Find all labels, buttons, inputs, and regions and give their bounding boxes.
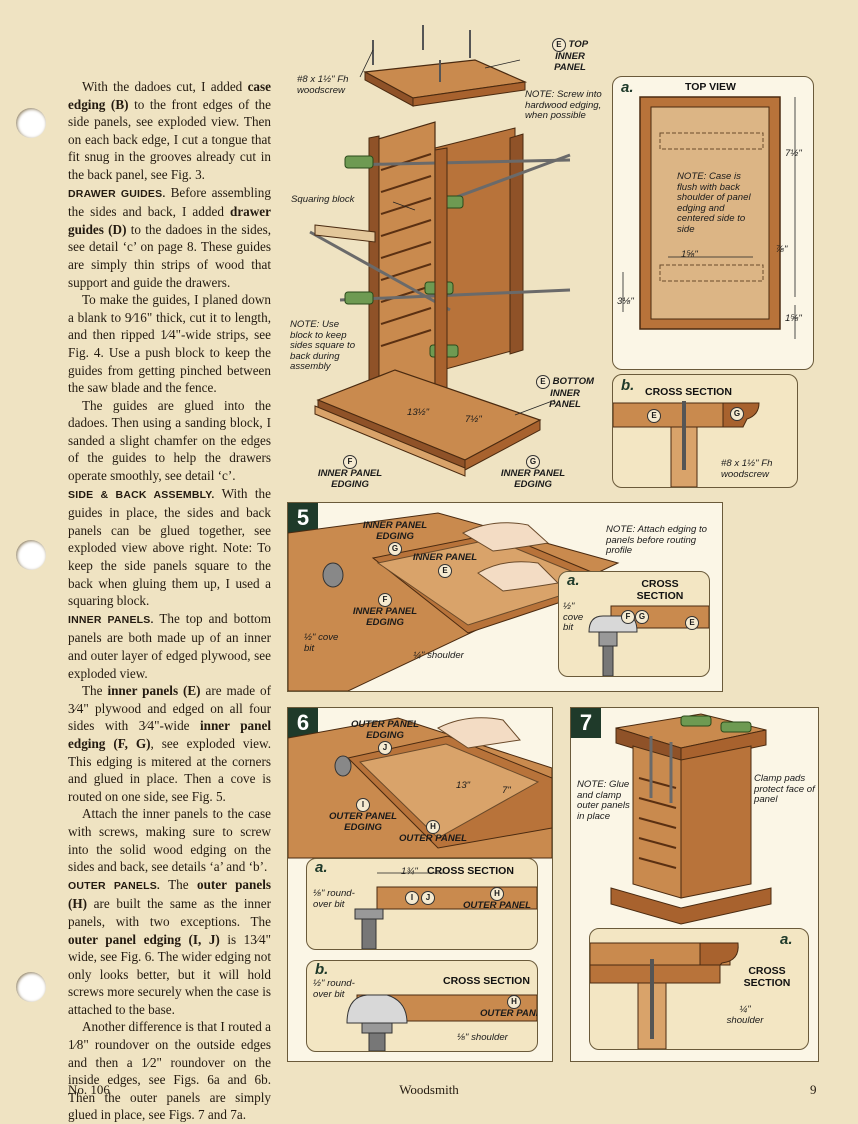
detail-a-title: TOP VIEW bbox=[685, 81, 736, 93]
fig6a-label-j: J bbox=[421, 891, 435, 905]
paragraph-drawer-guides: Drawer Guides. Before assembling the sid… bbox=[68, 184, 271, 290]
detail-a-dim-7-8: ⅞" bbox=[776, 244, 788, 255]
fig6-dim-13: 13" bbox=[456, 780, 471, 791]
punch-hole-bottom bbox=[16, 972, 46, 1002]
detail-b-label-e: E bbox=[647, 409, 661, 423]
detail-a-dim-1-5-8-inner: 1⅝" bbox=[681, 249, 698, 260]
paragraph-guide-gluing: The guides are glued into the dadoes. Th… bbox=[68, 397, 271, 484]
exploded-view: #8 x 1½" Fh woodscrew E TOP INNER PANEL … bbox=[285, 20, 610, 495]
fig5a-label-f: F bbox=[621, 610, 635, 624]
detail-b-label-g: G bbox=[730, 407, 744, 421]
article-text-column: With the dadoes cut, I added case edging… bbox=[68, 78, 271, 1124]
fig5-label-cove-bit: ½" cove bit bbox=[304, 632, 339, 654]
fig6b-drawing bbox=[346, 994, 537, 1051]
fig6b-letter: b. bbox=[315, 961, 329, 978]
figure-7-number: 7 bbox=[571, 708, 601, 738]
subhead-inner-panels: Inner Panels. bbox=[68, 613, 154, 626]
fig6a-dim: 1¾" bbox=[401, 866, 418, 877]
label-bottom-inner-panel: E BOTTOM INNER PANEL bbox=[535, 375, 595, 410]
detail-a-letter: a. bbox=[621, 79, 634, 96]
figure-6-drawing bbox=[288, 717, 552, 859]
fig5-note: NOTE: Attach edging to panels before rou… bbox=[606, 524, 707, 556]
paragraph-attach-inner: Attach the inner panels to the case with… bbox=[68, 806, 271, 875]
detail-a-dim-7-half: 7½" bbox=[785, 148, 802, 159]
fig7a-title: CROSS SECTION bbox=[743, 965, 791, 989]
paragraph-guide-making: To make the guides, I planed down a blan… bbox=[68, 292, 271, 396]
subhead-side-back-assembly: Side & Back Assembly. bbox=[68, 488, 215, 501]
punch-hole-middle bbox=[16, 540, 46, 570]
dim-7-half: 7½" bbox=[465, 414, 482, 425]
label-squaring-block: Squaring block bbox=[291, 194, 355, 205]
note-use-block: NOTE: Use block to keep sides square to … bbox=[290, 319, 356, 372]
figure-5-drawing bbox=[288, 512, 620, 691]
subhead-outer-panels: Outer Panels. bbox=[68, 879, 161, 892]
fig7a-drawing bbox=[590, 942, 739, 1049]
detail-b-title: CROSS SECTION bbox=[645, 386, 732, 398]
fig6-dim-7: 7" bbox=[502, 785, 511, 796]
paragraph-roundover: Another difference is that I routed a 1⁄… bbox=[68, 1019, 271, 1123]
fig6a-inset: a. CROSS SECTION ⅛" round-over bit 1¾" I… bbox=[306, 858, 538, 950]
detail-a-dim-1-5-8: 1⅝" bbox=[785, 313, 802, 324]
fig5a-inset: a. CROSS SECTION ½" cove bit F G E bbox=[558, 571, 710, 677]
fig6a-title: CROSS SECTION bbox=[427, 865, 514, 877]
exploded-view-drawing bbox=[309, 25, 571, 477]
detail-a-top-view: a. TOP VIEW NOTE: Case is flush with bac… bbox=[612, 76, 814, 370]
footer-page-number: 9 bbox=[810, 1082, 817, 1097]
fig6b-title: CROSS SECTION bbox=[443, 975, 530, 987]
figure-7: 7 NOTE: Glue and clamp outer panels in p… bbox=[570, 707, 819, 1062]
label-screw: #8 x 1½" Fh woodscrew bbox=[297, 74, 349, 96]
fig5a-label-g: G bbox=[635, 610, 649, 624]
detail-a-drawing bbox=[622, 96, 796, 339]
fig6b-label-bit: ½" round-over bit bbox=[313, 978, 355, 1000]
fig5a-label-bit: ½" cove bit bbox=[563, 601, 584, 633]
fig7a-inset: a. CROSS SECTION ¼" shoulder bbox=[589, 928, 809, 1050]
detail-a-note: NOTE: Case is flush with back shoulder o… bbox=[677, 171, 751, 235]
note-screw-edging: NOTE: Screw into hardwood edging, when p… bbox=[525, 89, 602, 121]
fig7-note: NOTE: Glue and clamp outer panels in pla… bbox=[577, 779, 630, 822]
fig7a-letter: a. bbox=[780, 931, 793, 948]
fig7-clamp-pads: Clamp pads protect face of panel bbox=[754, 773, 815, 805]
detail-b-cross-section: b. CROSS SECTION E G #8 x 1½" Fh woodscr… bbox=[612, 374, 798, 488]
detail-b-letter: b. bbox=[621, 377, 635, 394]
fig6a-letter: a. bbox=[315, 859, 328, 876]
fig6a-label-bit: ⅛" round-over bit bbox=[313, 888, 355, 910]
punch-hole-top bbox=[16, 108, 46, 138]
fig6b-shoulder: ⅛" shoulder bbox=[457, 1032, 508, 1043]
figure-5-number: 5 bbox=[288, 503, 318, 533]
subhead-drawer-guides: Drawer Guides. bbox=[68, 187, 166, 200]
paragraph-outer-panels: Outer Panels. The outer panels (H) are b… bbox=[68, 876, 272, 1017]
paragraph-case-edging: With the dadoes cut, I added case edging… bbox=[68, 79, 271, 182]
label-top-inner-panel: E TOP INNER PANEL bbox=[540, 38, 600, 73]
fig7a-shoulder: ¼" shoulder bbox=[726, 1004, 764, 1026]
footer-magazine-name: Woodsmith bbox=[399, 1082, 459, 1097]
figure-7-drawing bbox=[610, 713, 772, 925]
dim-13-half: 13½" bbox=[407, 407, 430, 418]
paragraph-side-back-assembly: Side & Back Assembly. With the guides in… bbox=[68, 485, 271, 609]
detail-a-dim-3-1-8: 3⅛" bbox=[617, 296, 634, 307]
fig5a-title: CROSS SECTION bbox=[636, 578, 684, 602]
fig5a-label-e: E bbox=[685, 616, 699, 630]
fig6a-label-i: I bbox=[405, 891, 419, 905]
footer-issue-number: No. 106 bbox=[68, 1082, 110, 1097]
figure-6-number: 6 bbox=[288, 708, 318, 738]
detail-b-screw: #8 x 1½" Fh woodscrew bbox=[721, 458, 773, 480]
paragraph-inner-panel-edging: The inner panels (E) are made of 3⁄4" pl… bbox=[68, 683, 271, 804]
paragraph-inner-panels: Inner Panels. The top and bottom panels … bbox=[68, 610, 271, 681]
fig5a-letter: a. bbox=[567, 572, 580, 589]
fig5-label-shoulder: ¼" shoulder bbox=[413, 650, 464, 661]
